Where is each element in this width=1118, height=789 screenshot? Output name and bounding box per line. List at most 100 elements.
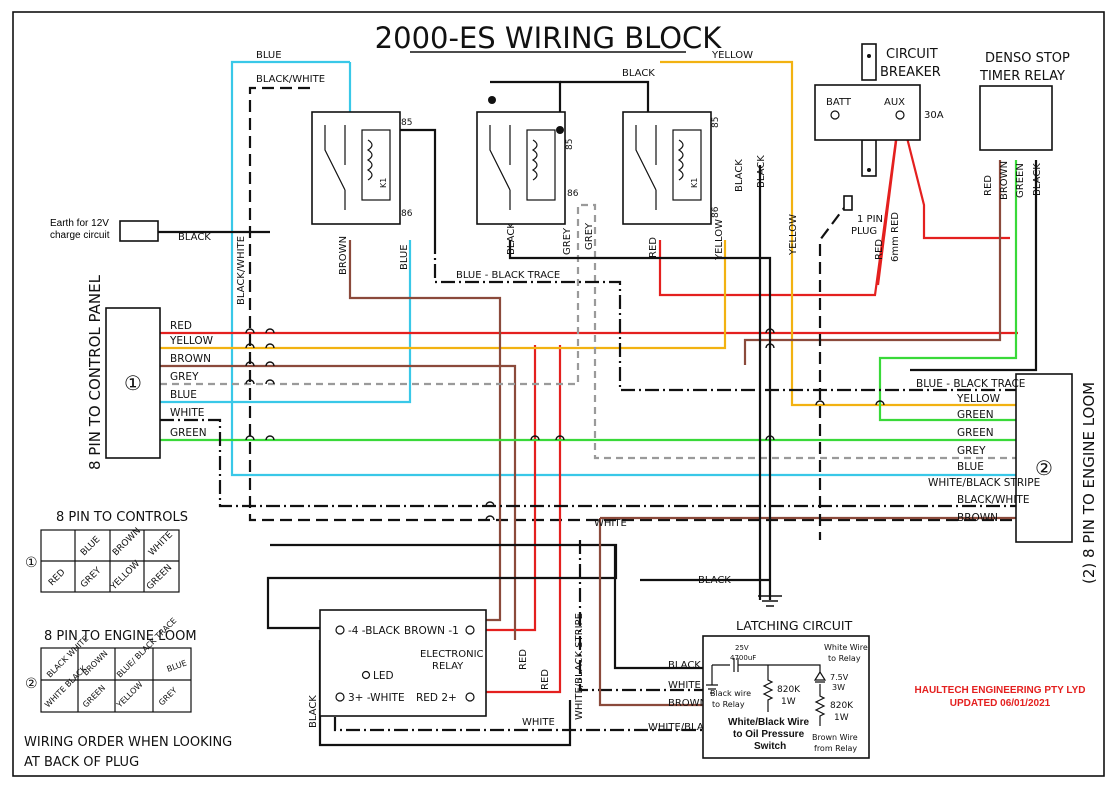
relay-2-body xyxy=(476,111,566,225)
breaker-top-tab xyxy=(861,43,877,81)
company-name: HAULTECH ENGINEERING PTY LYD xyxy=(915,685,1086,696)
brown-wire-denso xyxy=(743,160,1002,365)
el-pin-grey: GREY xyxy=(957,445,986,457)
latch-wb-line3: Switch xyxy=(754,741,786,752)
relay-3: 85 86 K1 xyxy=(622,111,721,225)
relay-3-switch xyxy=(635,125,657,210)
relay-1-coil xyxy=(366,139,373,181)
latch-zener-line1: 7.5V xyxy=(830,673,849,682)
wire-label-black-latch: BLACK xyxy=(668,660,701,671)
wire-label-white-black-stripe: WHITE/BLACK STRIPE xyxy=(574,613,585,720)
white-black-stripe-wire xyxy=(578,540,705,692)
er-title-2: RELAY xyxy=(432,661,464,672)
er-led-label: LED xyxy=(373,670,394,682)
latch-white-line2: to Relay xyxy=(828,654,861,663)
wire-label-6mm-red: 6mm RED xyxy=(890,212,901,262)
electronic-relay-body xyxy=(319,609,487,717)
relay-2-junction-85 xyxy=(556,126,564,134)
wire-label-red-relay3: RED xyxy=(648,237,659,258)
breaker-body xyxy=(814,84,921,141)
breaker-title-2: BREAKER xyxy=(880,65,941,80)
denso-relay: DENSO STOP TIMER RELAY xyxy=(979,51,1070,151)
wire-label-black-relay2: BLACK xyxy=(506,222,517,255)
brown-wire-panel xyxy=(160,364,517,640)
circuit-breaker: CIRCUIT BREAKER BATT AUX 30A xyxy=(814,43,944,177)
latch-black-line1: Black wire xyxy=(710,689,751,698)
relay1-black-85 xyxy=(400,128,437,240)
er-pin3-label: 3+ -WHITE xyxy=(348,692,405,704)
diagram-border xyxy=(12,11,1105,777)
latch-wb-line1: White/Black Wire xyxy=(728,717,809,728)
latch-zener-line2: 3W xyxy=(832,683,845,692)
relay-1-coil-box xyxy=(361,129,391,201)
wire-label-white-mid: WHITE xyxy=(594,518,627,529)
relay-1-body xyxy=(311,111,401,225)
lt-bot-grey: GREY xyxy=(157,686,179,708)
wire-label-brown-relay1: BROWN xyxy=(338,236,349,275)
el-pin-blue: BLUE xyxy=(957,461,984,473)
wire-label-red-cb: RED xyxy=(874,239,885,260)
engine-loom-connector xyxy=(1015,373,1073,543)
wire-label-black-mid: BLACK xyxy=(698,575,731,586)
relay-2: 85 86 xyxy=(476,96,579,225)
control-panel-pin-labels: RED YELLOW BROWN GREY BLUE WHITE GREEN xyxy=(169,320,214,439)
engine-loom-number: ② xyxy=(1035,456,1053,480)
er-pin1-terminal xyxy=(465,625,475,635)
relay-1: 85 86 K1 xyxy=(311,111,413,225)
cp-pin-blue: BLUE xyxy=(170,389,197,401)
engine-loom-pin-labels: BLUE - BLACK TRACE YELLOW GREEN GREEN GR… xyxy=(916,378,1040,524)
lt-bot-yellow: YELLOW xyxy=(114,680,144,710)
ct-top-blue: BLUE xyxy=(79,535,103,559)
breaker-title-1: CIRCUIT xyxy=(886,47,938,62)
ct-bot-grey: GREY xyxy=(79,565,104,590)
latch-cap-line2: 4700uF xyxy=(730,654,756,662)
earth-wire-label: BLACK xyxy=(178,232,211,243)
er-led-icon xyxy=(361,670,371,680)
brown-wire-relay1 xyxy=(348,240,502,622)
breaker-aux-terminal xyxy=(895,110,905,120)
er-pin3-terminal xyxy=(335,692,345,702)
wire-label-white-bottom: WHITE xyxy=(522,717,555,728)
grey-wire xyxy=(160,203,1018,460)
denso-title-2: TIMER RELAY xyxy=(979,69,1065,84)
latch-ground xyxy=(706,665,718,694)
latch-resistor-2 xyxy=(814,684,826,726)
el-pin-black-white: BLACK/WHITE xyxy=(957,494,1029,506)
controls-pin-table: 8 PIN TO CONTROLS ① BLUE BROWN WHITE RED… xyxy=(25,510,188,593)
wire-label-blue-top: BLUE xyxy=(256,50,282,61)
denso-title-1: DENSO STOP xyxy=(985,51,1070,66)
wire-label-grey-relay2b: GREY xyxy=(584,222,595,250)
red-wire-er2 xyxy=(470,345,562,694)
red-wire-denso xyxy=(898,109,1010,240)
breaker-batt-terminal xyxy=(830,110,840,120)
latch-brown-line1: Brown Wire xyxy=(812,733,858,742)
relay-2-coil-box xyxy=(526,129,556,201)
wire-label-red-er2: RED xyxy=(540,669,551,690)
ct-bot-green: GREEN xyxy=(145,563,174,592)
wire-label-yellow-vert: YELLOW xyxy=(788,214,799,256)
wire-label-black-relay3b: BLACK xyxy=(756,155,767,188)
wire-label-black-loop: BLACK xyxy=(308,695,319,728)
white-wire-panel xyxy=(160,418,1018,508)
pin-plug-label-2: PLUG xyxy=(851,226,877,237)
denso-body xyxy=(979,85,1053,151)
relay-2-junction xyxy=(488,96,496,104)
cp-pin-white: WHITE xyxy=(170,407,204,419)
green-wire-denso xyxy=(878,160,1018,422)
relay-2-85: 85 xyxy=(565,139,575,150)
el-pin-white-black-stripe: WHITE/BLACK STRIPE xyxy=(928,477,1040,489)
wire-label-black-white-top: BLACK/WHITE xyxy=(256,74,325,85)
denso-black-wire xyxy=(910,160,1038,372)
el-pin-green-2: GREEN xyxy=(957,427,994,439)
relay-2-switch xyxy=(489,125,511,210)
wire-label-brown-denso: BROWN xyxy=(999,161,1010,200)
lt-top-blue: BLUE xyxy=(166,658,188,673)
latch-r1-line1: 820K xyxy=(777,685,801,695)
wire-label-black-denso: BLACK xyxy=(1032,163,1043,196)
loom-pin-table: 8 PIN TO ENGINE LOOM ② BLACK WHITE BROWN… xyxy=(24,616,232,770)
red-wire-er1 xyxy=(476,345,537,632)
engine-loom-label: (2) 8 PIN TO ENGINE LOOM xyxy=(1080,382,1098,584)
loom-table-title: 8 PIN TO ENGINE LOOM xyxy=(44,629,197,644)
yellow-wire-panel xyxy=(160,240,727,350)
